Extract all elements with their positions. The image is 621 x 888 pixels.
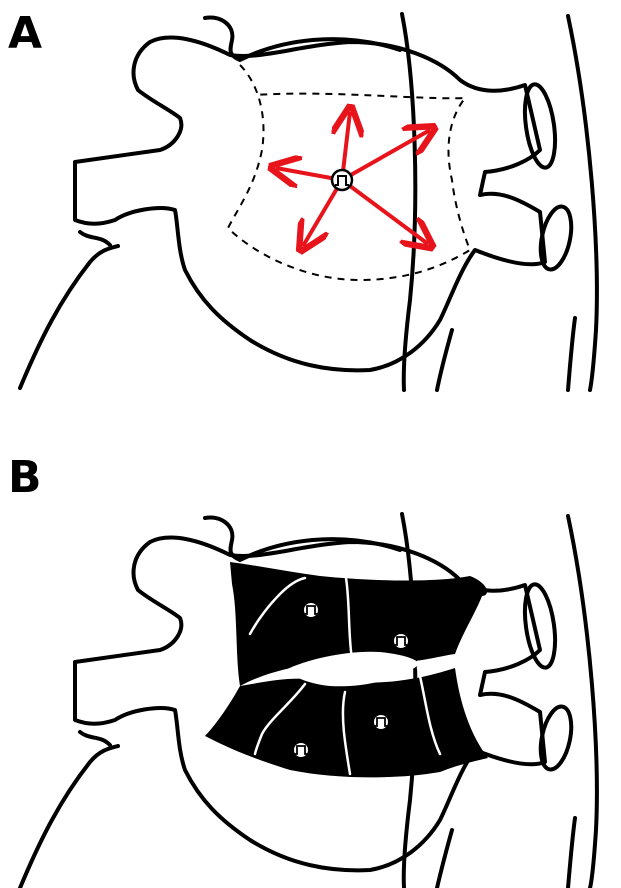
outline-right-1 (402, 14, 415, 390)
outline-wiggle (80, 732, 110, 745)
pulse-icon (332, 170, 352, 190)
pulse-icon (373, 714, 389, 730)
outline-wiggle (80, 232, 110, 245)
atrium-body (75, 38, 545, 371)
pulse-icon (293, 742, 309, 758)
arrow-icon (303, 180, 342, 246)
panel-b: B (0, 444, 621, 888)
outline-ventricle-left (20, 746, 118, 888)
pulse-icon (393, 633, 409, 649)
pulmonary-vein-upper (520, 82, 559, 169)
heart-diagram-a (0, 0, 621, 444)
heart-diagram-b (0, 444, 621, 888)
pulmonary-vein-upper (520, 582, 559, 669)
outline-ventricle-left (20, 246, 118, 388)
outline-right-3 (437, 330, 452, 390)
outline-right-4 (568, 318, 575, 390)
outline-right-3 (437, 830, 452, 888)
panel-a: A (0, 0, 621, 444)
outline-right-4 (568, 818, 575, 888)
pulse-icon (303, 602, 319, 618)
